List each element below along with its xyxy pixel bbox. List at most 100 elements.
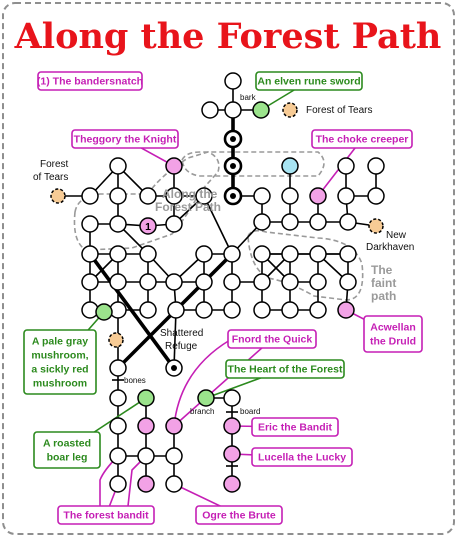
location-node[interactable] — [137, 475, 155, 493]
location-node[interactable] — [195, 301, 213, 319]
location-node[interactable] — [223, 245, 241, 263]
callout-text-eric: Eric the Bandit — [258, 422, 333, 434]
location-node[interactable] — [253, 213, 271, 231]
location-node[interactable] — [165, 273, 183, 291]
location-node[interactable] — [224, 101, 242, 119]
location-node[interactable] — [253, 187, 271, 205]
location-node[interactable] — [195, 273, 213, 291]
callout-text-bandersnatch: (1) The bandersnatch — [37, 76, 143, 88]
location-node[interactable] — [195, 187, 213, 205]
page-title: Along the Forest Path — [14, 16, 442, 57]
location-node[interactable] — [367, 157, 385, 175]
location-node[interactable] — [282, 102, 298, 118]
location-node[interactable] — [109, 245, 127, 263]
location-node[interactable] — [109, 273, 127, 291]
location-node[interactable] — [337, 301, 355, 319]
location-node[interactable] — [165, 157, 183, 175]
location-node[interactable] — [165, 447, 183, 465]
location-node[interactable] — [95, 303, 113, 321]
location-node[interactable] — [281, 301, 299, 319]
callout-box — [195, 505, 283, 525]
location-node[interactable] — [109, 447, 127, 465]
callout-box — [227, 329, 317, 349]
location-node[interactable] — [50, 188, 66, 204]
location-node[interactable] — [253, 301, 271, 319]
location-node[interactable] — [81, 187, 99, 205]
location-node[interactable] — [223, 301, 241, 319]
edge-label-board: board — [240, 407, 260, 416]
location-node[interactable] — [139, 245, 157, 263]
location-node[interactable] — [109, 475, 127, 493]
location-node[interactable] — [81, 245, 99, 263]
region-label-along-1: Along the — [162, 187, 218, 201]
location-node[interactable] — [109, 359, 127, 377]
callout-box — [71, 129, 179, 149]
callout-text-pale-2: mushroom, — [31, 350, 88, 362]
location-node[interactable] — [253, 273, 271, 291]
location-node[interactable] — [252, 101, 270, 119]
location-node[interactable] — [165, 417, 183, 435]
marker-number: 1 — [145, 221, 151, 233]
location-node[interactable] — [201, 101, 219, 119]
location-node[interactable] — [137, 417, 155, 435]
location-node[interactable] — [223, 417, 241, 435]
location-node[interactable] — [367, 187, 385, 205]
callout-text-theggory: Theggory the Knight — [74, 134, 177, 146]
location-node[interactable] — [309, 301, 327, 319]
node-center-dot — [230, 136, 236, 142]
location-node[interactable] — [167, 301, 185, 319]
location-node[interactable] — [139, 217, 157, 235]
region-label-along-2: Forest Path — [155, 200, 221, 214]
location-node[interactable] — [223, 445, 241, 463]
location-node[interactable] — [339, 245, 357, 263]
location-node[interactable] — [165, 187, 183, 205]
location-node[interactable] — [197, 389, 215, 407]
location-node[interactable] — [337, 157, 355, 175]
location-node[interactable] — [281, 213, 299, 231]
location-node[interactable] — [109, 389, 127, 407]
location-node[interactable] — [108, 332, 124, 348]
location-node[interactable] — [109, 215, 127, 233]
location-node[interactable] — [109, 187, 127, 205]
place-forest-of-tears-right: Forest of Tears — [306, 105, 373, 116]
location-node[interactable] — [309, 273, 327, 291]
location-node[interactable] — [139, 187, 157, 205]
location-node[interactable] — [223, 389, 241, 407]
edge-label-branch: branch — [190, 407, 214, 416]
location-node[interactable] — [281, 157, 299, 175]
location-node[interactable] — [368, 218, 384, 234]
location-node[interactable] — [309, 213, 327, 231]
location-node[interactable] — [224, 72, 242, 90]
location-node[interactable] — [109, 417, 127, 435]
location-node[interactable] — [339, 273, 357, 291]
location-node[interactable] — [223, 273, 241, 291]
place-forest-left-1: Forest — [40, 159, 69, 170]
location-node[interactable] — [195, 245, 213, 263]
location-node[interactable] — [81, 215, 99, 233]
callout-text-forest-bandit: The forest bandit — [63, 510, 149, 522]
location-node[interactable] — [139, 301, 157, 319]
location-node[interactable] — [137, 447, 155, 465]
location-node[interactable] — [139, 273, 157, 291]
callout-text-pale-4: mushroom — [33, 378, 87, 390]
location-node[interactable] — [309, 187, 327, 205]
path-edge — [173, 309, 177, 369]
location-node[interactable] — [281, 273, 299, 291]
location-node[interactable] — [339, 213, 357, 231]
callout-text-rune-sword: An elven rune sword — [257, 76, 360, 88]
location-node[interactable] — [81, 273, 99, 291]
location-node[interactable] — [309, 245, 327, 263]
location-node[interactable] — [109, 157, 127, 175]
node-center-dot — [171, 365, 177, 371]
location-node[interactable] — [337, 187, 355, 205]
location-node[interactable] — [253, 245, 271, 263]
callout-box — [37, 71, 143, 91]
location-node[interactable] — [165, 475, 183, 493]
callout-text-lucella: Lucella the Lucky — [258, 452, 346, 464]
location-node[interactable] — [281, 187, 299, 205]
location-node[interactable] — [281, 245, 299, 263]
location-node[interactable] — [165, 215, 183, 233]
location-node[interactable] — [137, 389, 155, 407]
location-node[interactable] — [223, 475, 241, 493]
